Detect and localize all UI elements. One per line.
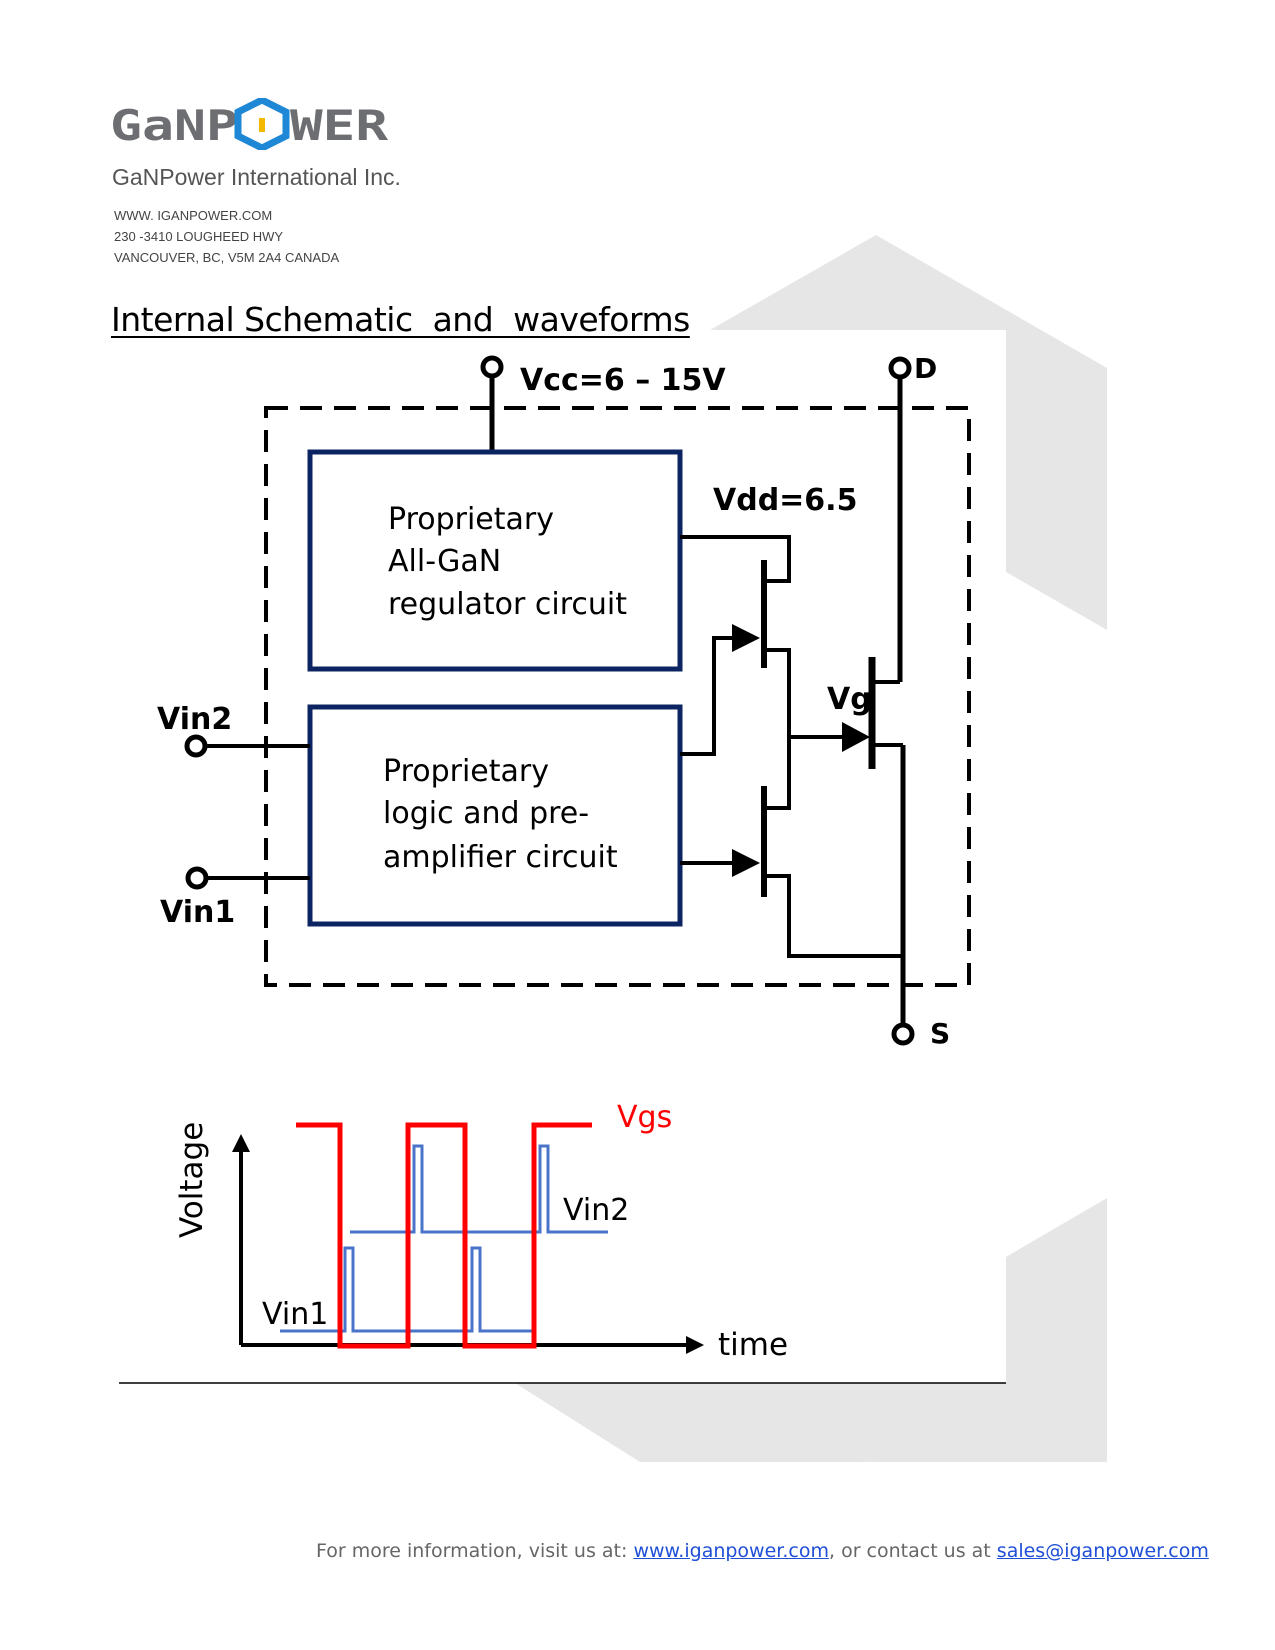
regulator-line-3: regulator circuit <box>388 587 627 622</box>
package-outline <box>264 406 971 987</box>
x-axis-arrow-icon <box>686 1336 704 1354</box>
logic-line-1: Proprietary <box>383 754 549 789</box>
vin2-waveform <box>350 1144 608 1234</box>
y-axis-arrow-icon <box>232 1134 250 1152</box>
regulator-box <box>307 449 683 672</box>
y-axis-label: Voltage <box>174 1122 210 1238</box>
address-line-1: WWW. IGANPOWER.COM <box>114 208 273 223</box>
vgs-waveform <box>296 1122 592 1349</box>
section-title: Internal Schematic and waveforms <box>111 300 690 339</box>
footer-prefix: For more information, visit us at: <box>316 1540 634 1562</box>
footer-middle: , or contact us at <box>828 1540 997 1562</box>
regulator-line-1: Proprietary <box>388 502 554 537</box>
regulator-line-2: All-GaN <box>388 544 501 579</box>
vgs-label: Vgs <box>617 1100 672 1135</box>
ganpower-logo: GaNP WER <box>110 98 389 150</box>
logic-line-3: amplifier circuit <box>383 840 618 875</box>
logic-line-2: logic and pre- <box>383 796 589 831</box>
company-name: GaNPower International Inc. <box>112 164 401 190</box>
drain-label: D <box>914 352 937 385</box>
logic-box <box>307 704 683 927</box>
vin1-wave-label: Vin1 <box>262 1297 328 1332</box>
vg-label: Vg <box>827 682 872 717</box>
source-label: S <box>930 1017 950 1050</box>
address-line-3: VANCOUVER, BC, V5M 2A4 CANADA <box>114 250 340 265</box>
vin1-waveform <box>280 1246 533 1333</box>
footer-contact: For more information, visit us at: www.i… <box>316 1540 1209 1562</box>
vin2-label: Vin2 <box>157 702 232 737</box>
website-link[interactable]: www.iganpower.com <box>633 1540 829 1562</box>
vin1-label: Vin1 <box>160 895 235 930</box>
vcc-label: Vcc=6 – 15V <box>520 363 726 398</box>
logo-text-right: WER <box>290 101 389 150</box>
email-link[interactable]: sales@iganpower.com <box>996 1540 1209 1562</box>
logo-hexagon-icon <box>234 98 290 150</box>
logo-text-left: GaNP <box>110 101 238 150</box>
vdd-label: Vdd=6.5 <box>713 483 857 518</box>
x-axis-label: time <box>718 1327 788 1363</box>
vin2-wave-label: Vin2 <box>563 1193 629 1228</box>
address-line-2: 230 -3410 LOUGHEED HWY <box>114 229 284 244</box>
